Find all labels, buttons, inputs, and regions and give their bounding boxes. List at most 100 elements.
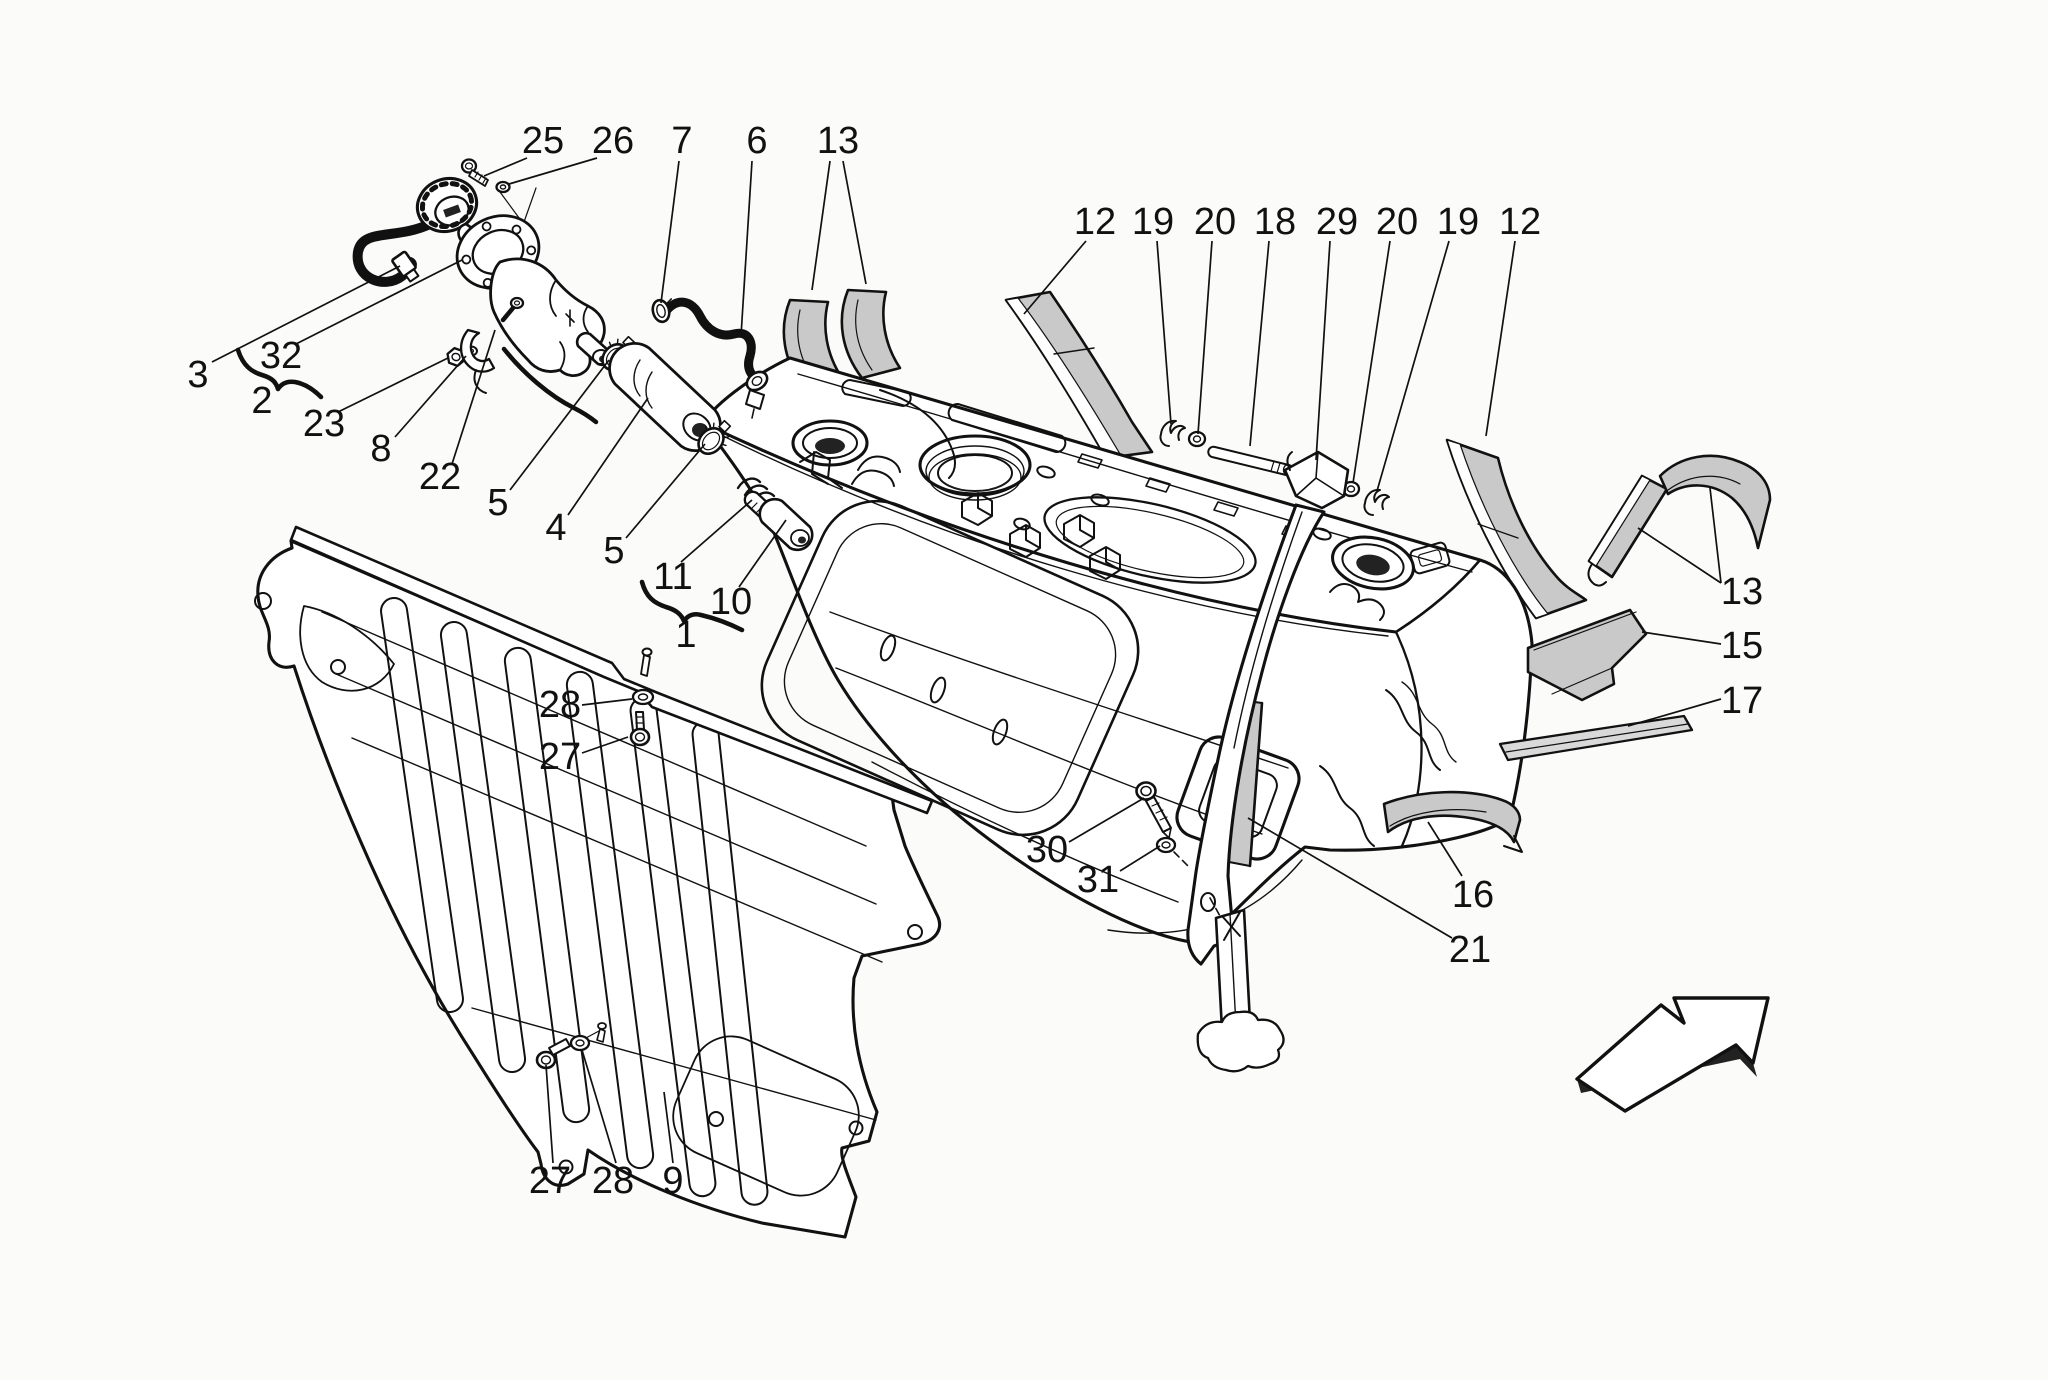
callout-label-30: 30: [1026, 829, 1068, 871]
pad-16: [1382, 790, 1523, 853]
shield-ribs: [380, 597, 769, 1206]
pad-17: [1498, 714, 1694, 762]
leader-line-10: [738, 519, 787, 588]
leader-line-19: [1156, 240, 1172, 425]
callout-label-9: 9: [662, 1160, 683, 1202]
callout-label-31: 31: [1077, 859, 1119, 901]
top-depression: [1043, 496, 1257, 584]
leader-line-17: [1627, 698, 1722, 727]
leader-line-12: [1023, 240, 1087, 315]
leader-line-25: [483, 157, 528, 177]
callout-label-27: 27: [539, 736, 581, 778]
top-l-brackets: [961, 492, 1121, 580]
callout-label-7: 7: [671, 120, 692, 162]
assembly-brace-1: [639, 579, 745, 633]
bolt-25: [460, 158, 489, 187]
callout-label-13: 13: [1721, 571, 1763, 613]
callout-label-20: 20: [1194, 201, 1236, 243]
shield-top-bar: [289, 525, 934, 815]
leader-line-12: [1485, 240, 1516, 437]
callout-label-11: 11: [653, 556, 692, 598]
leader-line-13: [842, 160, 867, 285]
leader-line-5: [625, 443, 706, 539]
leader-line-4: [567, 397, 649, 516]
callout-label-25: 25: [522, 120, 564, 162]
callout-label-10: 10: [710, 581, 752, 623]
leader-line-18: [1249, 240, 1270, 447]
top-slot-a: [841, 379, 912, 407]
front-recess: [760, 499, 1140, 837]
callout-label-3: 3: [187, 354, 208, 396]
leader-line-13: [1637, 527, 1722, 584]
leader-line-29: [1315, 240, 1331, 461]
leader-line-26: [508, 157, 598, 185]
cotter-pin-19-left: [1159, 419, 1186, 447]
strap-pad-12-right: [1445, 438, 1588, 620]
leader-line-7: [660, 160, 680, 304]
leader-line-20: [1352, 240, 1391, 484]
leader-line-11: [680, 499, 753, 563]
callout-label-21: 21: [1449, 929, 1491, 971]
callout-label-5: 5: [603, 530, 624, 572]
shield-emboss-top: [299, 605, 395, 692]
shield-emboss-bottom: [672, 1035, 860, 1197]
callout-label-29: 29: [1316, 201, 1358, 243]
hose-clamp-7: [651, 298, 673, 324]
washer-31: [1155, 836, 1189, 867]
leader-line-23: [337, 357, 449, 413]
leader-line-5: [509, 359, 610, 491]
hose-clamp-5-lower: [697, 419, 732, 455]
leader-line-21: [1247, 817, 1453, 939]
leader-line-3: [211, 265, 401, 363]
tank-strap-18: [1186, 450, 1350, 966]
leader-line-28: [581, 698, 633, 706]
outlet-union-10: [743, 490, 814, 552]
leader-line-20: [1197, 240, 1213, 435]
leader-line-32: [295, 259, 463, 345]
leader-line-8: [394, 355, 467, 438]
callout-label-28: 28: [539, 684, 581, 726]
pad-15: [1526, 608, 1648, 702]
callout-label-28: 28: [592, 1160, 634, 1202]
shield-holes: [254, 592, 923, 1175]
leader-line-9: [663, 1091, 674, 1164]
shield-creases: [321, 611, 883, 1121]
callout-label-27: 27: [529, 1160, 571, 1202]
callout-label-12: 12: [1499, 201, 1541, 243]
pad-13-right-strip: [1587, 474, 1669, 587]
top-depression-inner: [1055, 505, 1245, 579]
cotter-pin-19-right: [1363, 488, 1390, 516]
callout-label-1: 1: [675, 614, 696, 656]
filler-seat-right: [1329, 535, 1451, 621]
direction-arrow-icon: [1575, 996, 1770, 1113]
callout-label-8: 8: [370, 428, 391, 470]
leader-line-30: [1068, 797, 1145, 843]
callout-label-4: 4: [545, 507, 566, 549]
leader-line-16: [1427, 821, 1463, 877]
top-slot-b: [947, 402, 1067, 454]
leader-line-22: [451, 329, 496, 465]
front-oval-slots: [879, 634, 1009, 746]
washer-20-left: [1187, 430, 1207, 448]
callout-label-5: 5: [487, 482, 508, 524]
callout-label-12: 12: [1074, 201, 1116, 243]
spring-coil-11: [736, 477, 783, 511]
callout-label-22: 22: [419, 456, 461, 498]
callout-label-32: 32: [260, 335, 302, 377]
leader-line-13: [811, 160, 831, 291]
callout-label-6: 6: [746, 120, 767, 162]
leader-line-28: [581, 1049, 617, 1164]
leader-line-27: [545, 1064, 554, 1164]
leader-line-27: [581, 736, 629, 754]
callout-label-18: 18: [1254, 201, 1296, 243]
callout-label-20: 20: [1376, 201, 1418, 243]
callout-label-15: 15: [1721, 625, 1763, 667]
callout-label-19: 19: [1437, 201, 1479, 243]
callout-label-13: 13: [817, 120, 859, 162]
shield-bar-pin: [640, 647, 653, 677]
pad-13-right-arch: [1658, 454, 1772, 550]
tank-pad-13-top-b: [840, 288, 902, 380]
top-curve-line: [879, 389, 957, 479]
